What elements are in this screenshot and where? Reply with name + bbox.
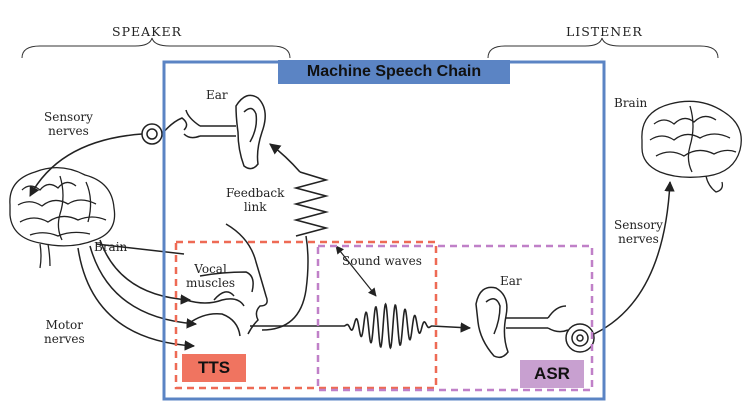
vocal-muscles-label: Vocal muscles — [186, 262, 236, 290]
speaker-header: SPEAKER — [112, 24, 183, 39]
sound-waves-label: Sound waves — [342, 254, 422, 268]
listener-sensory-nerves-label: Sensory nerves — [614, 218, 663, 246]
tts-label: TTS — [197, 358, 231, 377]
sound-to-feedback-arrow — [335, 245, 377, 297]
listener-ear-label: Ear — [500, 274, 522, 288]
feedback-coil — [292, 171, 330, 237]
asr-label: ASR — [534, 364, 570, 383]
listener-brain-icon — [641, 100, 742, 193]
tts-region — [174, 240, 438, 390]
speaker-ear-label: Ear — [206, 88, 228, 102]
motor-nerve-path-2 — [89, 245, 198, 329]
machine-speech-chain-box — [162, 60, 606, 401]
motor-nerve-path-1 — [99, 239, 192, 305]
machine-speech-chain-title-bg — [278, 60, 510, 84]
machine-speech-chain-title: Machine Speech Chain — [306, 63, 482, 80]
motor-nerves-label: Motor nerves — [44, 318, 85, 346]
brain-to-ear-path — [95, 243, 185, 255]
listener-header: LISTENER — [566, 24, 643, 39]
listener-brain-label: Brain — [614, 96, 648, 110]
asr-badge-bg — [520, 360, 584, 388]
tts-badge-bg — [182, 354, 246, 382]
speaker-ear-icon — [141, 94, 266, 170]
speaker-sensory-nerve-path — [29, 133, 143, 197]
speaker-sensory-nerves-label: Sensory nerves — [44, 110, 93, 138]
feedback-arrow — [269, 143, 301, 173]
speaker-brace — [21, 37, 291, 59]
head-profile-icon — [185, 223, 268, 337]
wave-to-ear-arrow — [431, 322, 472, 333]
feedback-return-path — [261, 235, 309, 331]
asr-region — [316, 244, 594, 392]
feedback-link-label: Feedback link — [226, 186, 285, 214]
sound-wave-icon — [344, 302, 432, 350]
listener-brace — [487, 37, 719, 59]
speaker-brain-label: Brain — [94, 240, 128, 254]
listener-sensory-nerve-path — [593, 180, 675, 335]
motor-nerve-path-3 — [77, 247, 196, 351]
listener-ear-icon — [475, 286, 595, 359]
